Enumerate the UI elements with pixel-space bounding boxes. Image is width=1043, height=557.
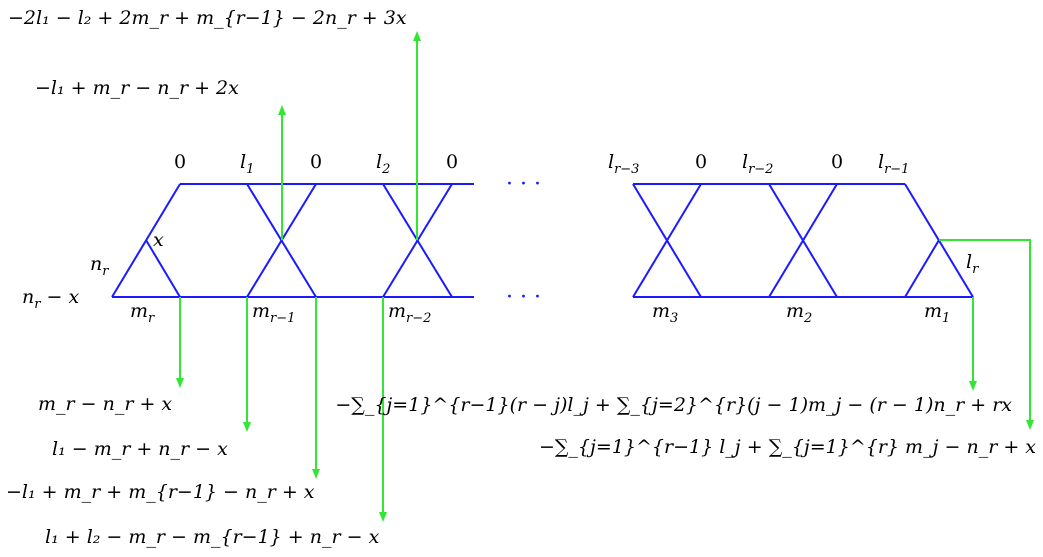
label-nr-minus-x: nr − x [22,286,79,312]
cross-2b [382,183,453,298]
label-bottom-m2: m2 [786,300,812,326]
band-right-diag [904,239,940,298]
label-top-lr2: lr−2 [742,151,773,177]
expr-down-4: l₁ + l₂ − m_r − m_{r−1} + n_r − x [45,526,380,548]
cross-4b [768,183,838,298]
expr-up-1: −l₁ + m_r − n_r + 2x [35,77,239,99]
ellipsis-top: · · · [506,172,541,197]
label-x: x [153,229,164,251]
label-nr: nr [90,253,109,279]
cross-3b [632,183,702,298]
expr-down-3: −l₁ + m_r + m_{r−1} − n_r + x [6,481,315,503]
label-top-0-b: 0 [310,151,322,173]
arrow-right-lr [939,239,1034,430]
expr-right-1: −∑_{j=1}^{r−1}(r − j)l_j + ∑_{j=2}^{r}(j… [335,394,1012,416]
label-bottom-mr: mr [130,300,155,326]
band [111,183,974,298]
label-top-l1: l1 [240,151,254,177]
band-left-diag [145,239,181,298]
label-top-l2: l2 [376,151,390,177]
expr-right-2: −∑_{j=1}^{r−1} l_j + ∑_{j=1}^{r} m_j − n… [539,436,1036,458]
ellipsis-bottom: · · · [506,285,541,310]
expr-up-2: −2l₁ − l₂ + 2m_r + m_{r−1} − 2n_r + 3x [8,7,407,29]
label-bottom-m1: m1 [924,300,950,326]
label-top-0-c: 0 [446,151,458,173]
expr-down-2: l₁ − m_r + n_r − x [52,438,228,460]
label-top-lr3: lr−3 [608,151,639,177]
label-bottom-m3: m3 [652,300,678,326]
cross-1b [246,183,317,298]
label-top-0-d: 0 [695,151,707,173]
label-lr: lr [966,251,979,277]
label-top-lr1: lr−1 [878,151,909,177]
expr-down-1: m_r − n_r + x [38,393,172,415]
label-top-0-a: 0 [174,151,186,173]
label-bottom-mr1: mr−1 [252,300,295,326]
arrows [176,31,1034,522]
label-bottom-mr2: mr−2 [388,300,431,326]
label-top-0-e: 0 [831,151,843,173]
